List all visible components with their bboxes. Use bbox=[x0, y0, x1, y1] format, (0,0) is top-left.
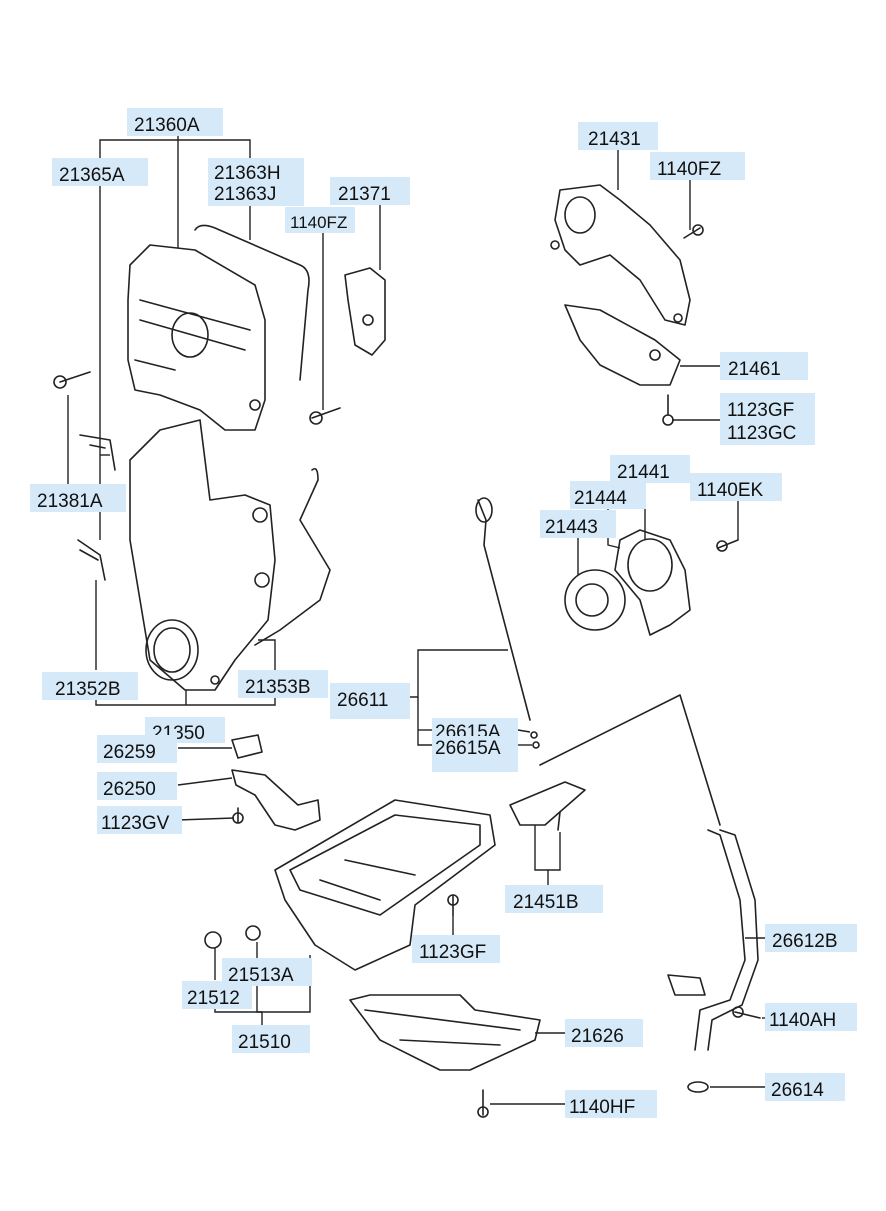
label-21510: 21510 bbox=[232, 1025, 310, 1053]
label-21513A: 21513A bbox=[222, 958, 312, 986]
svg-text:1140FZ: 1140FZ bbox=[290, 213, 347, 232]
drain-plug-21512 bbox=[204, 931, 222, 949]
svg-text:21363H: 21363H bbox=[214, 163, 281, 184]
rear-plate-21431 bbox=[550, 184, 691, 326]
svg-text:26614: 26614 bbox=[771, 1080, 824, 1101]
leader-lines bbox=[67, 135, 765, 1105]
label-21360A: 21360A bbox=[127, 108, 223, 136]
svg-text:26611: 26611 bbox=[337, 690, 388, 711]
svg-text:1140FZ: 1140FZ bbox=[657, 159, 721, 180]
bolt-1123GF-top bbox=[662, 394, 674, 426]
lower-timing-cover bbox=[129, 419, 276, 691]
svg-text:1140EK: 1140EK bbox=[697, 480, 764, 501]
svg-text:21352B: 21352B bbox=[55, 679, 121, 700]
svg-text:21431: 21431 bbox=[588, 129, 641, 150]
bolt-left bbox=[53, 371, 91, 389]
svg-text:21444: 21444 bbox=[574, 488, 627, 509]
svg-text:21512: 21512 bbox=[187, 988, 240, 1009]
cover-21461 bbox=[564, 304, 681, 386]
bracket-21371 bbox=[344, 267, 386, 356]
svg-text:1123GV: 1123GV bbox=[101, 813, 170, 834]
label-21352B: 21352B bbox=[42, 672, 138, 700]
lower-cover-gasket bbox=[254, 467, 331, 646]
svg-text:1123GF: 1123GF bbox=[419, 942, 486, 963]
label-21371: 21371 bbox=[330, 177, 410, 205]
label-21441: 21441 bbox=[610, 455, 690, 483]
gasket-26259 bbox=[231, 734, 263, 759]
bolt-1123GF-pan bbox=[447, 894, 459, 916]
label-1123GF-pan: 1123GF bbox=[412, 935, 500, 963]
label-1140AH: 1140AH bbox=[765, 1003, 857, 1031]
bolt-1140HF bbox=[477, 1089, 489, 1118]
label-26259: 26259 bbox=[97, 735, 177, 763]
bolt-1123GV bbox=[232, 807, 244, 824]
dipstick-guide-line bbox=[539, 694, 721, 826]
gasket-21513A bbox=[245, 925, 261, 941]
svg-text:21360A: 21360A bbox=[134, 115, 200, 136]
label-1140EK: 1140EK bbox=[690, 473, 782, 501]
label-21512: 21512 bbox=[182, 981, 252, 1009]
upper-timing-cover bbox=[127, 244, 266, 431]
label-21626: 21626 bbox=[565, 1019, 643, 1047]
oil-screen-26250 bbox=[231, 769, 321, 831]
label-21444: 21444 bbox=[570, 481, 646, 509]
svg-text:26259: 26259 bbox=[103, 742, 156, 763]
bolt-1140EK bbox=[716, 539, 739, 552]
label-21353B: 21353B bbox=[238, 670, 328, 698]
seal-21352B bbox=[77, 539, 106, 581]
label-21365A: 21365A bbox=[52, 158, 148, 186]
bolt-1140FZ-left bbox=[309, 407, 341, 425]
label-1140FZ-right: 1140FZ bbox=[650, 152, 745, 180]
label-21363H-21363J: 21363H 21363J bbox=[208, 158, 304, 206]
svg-text:21510: 21510 bbox=[238, 1032, 291, 1053]
upper-cover-gasket bbox=[194, 224, 310, 381]
label-1123GV: 1123GV bbox=[97, 806, 182, 834]
label-26614: 26614 bbox=[765, 1073, 845, 1101]
bolt-1140AH bbox=[732, 1006, 761, 1019]
svg-text:21353B: 21353B bbox=[245, 677, 311, 698]
label-21451B: 21451B bbox=[505, 885, 603, 913]
label-1140FZ-left: 1140FZ bbox=[285, 207, 355, 233]
svg-text:21363J: 21363J bbox=[214, 184, 276, 205]
svg-text:21451B: 21451B bbox=[513, 892, 579, 913]
svg-text:21381A: 21381A bbox=[37, 491, 103, 512]
svg-text:26250: 26250 bbox=[103, 779, 156, 800]
label-1140HF: 1140HF bbox=[565, 1090, 657, 1118]
oil-pan-21510 bbox=[274, 799, 496, 971]
seal-21381A bbox=[79, 434, 116, 471]
label-26611: 26611 bbox=[330, 683, 410, 719]
label-21381A: 21381A bbox=[30, 484, 126, 512]
label-26612B: 26612B bbox=[765, 924, 857, 952]
label-21443: 21443 bbox=[540, 510, 616, 538]
dipstick-26611 bbox=[475, 497, 540, 749]
guide-tube-26612B bbox=[667, 829, 759, 1051]
seal-housing-21441 bbox=[614, 529, 691, 636]
bolt-1140FZ-right bbox=[683, 224, 704, 239]
label-21431: 21431 bbox=[578, 122, 658, 150]
svg-text:1123GF: 1123GF bbox=[727, 400, 794, 421]
oil-seal-21443 bbox=[564, 569, 626, 631]
label-26250: 26250 bbox=[97, 772, 177, 800]
svg-text:21365A: 21365A bbox=[59, 165, 125, 186]
svg-text:26612B: 26612B bbox=[772, 931, 838, 952]
label-1123GF-1123GC: 1123GF 1123GC bbox=[720, 393, 815, 445]
bracket-21451B bbox=[509, 781, 586, 831]
label-26615A-2: 26615A bbox=[432, 736, 518, 772]
svg-text:21371: 21371 bbox=[338, 184, 391, 205]
svg-text:1140HF: 1140HF bbox=[569, 1097, 635, 1118]
svg-text:21461: 21461 bbox=[728, 359, 781, 380]
baffle-21626 bbox=[349, 994, 541, 1071]
label-21461: 21461 bbox=[720, 352, 808, 380]
svg-text:21443: 21443 bbox=[545, 517, 598, 538]
svg-text:26615A: 26615A bbox=[435, 738, 501, 759]
svg-text:1140AH: 1140AH bbox=[769, 1010, 836, 1031]
svg-text:21441: 21441 bbox=[617, 462, 670, 483]
svg-text:21513A: 21513A bbox=[228, 965, 294, 986]
svg-text:1123GC: 1123GC bbox=[727, 423, 796, 444]
svg-text:21626: 21626 bbox=[571, 1026, 624, 1047]
oring-26614 bbox=[687, 1081, 709, 1093]
